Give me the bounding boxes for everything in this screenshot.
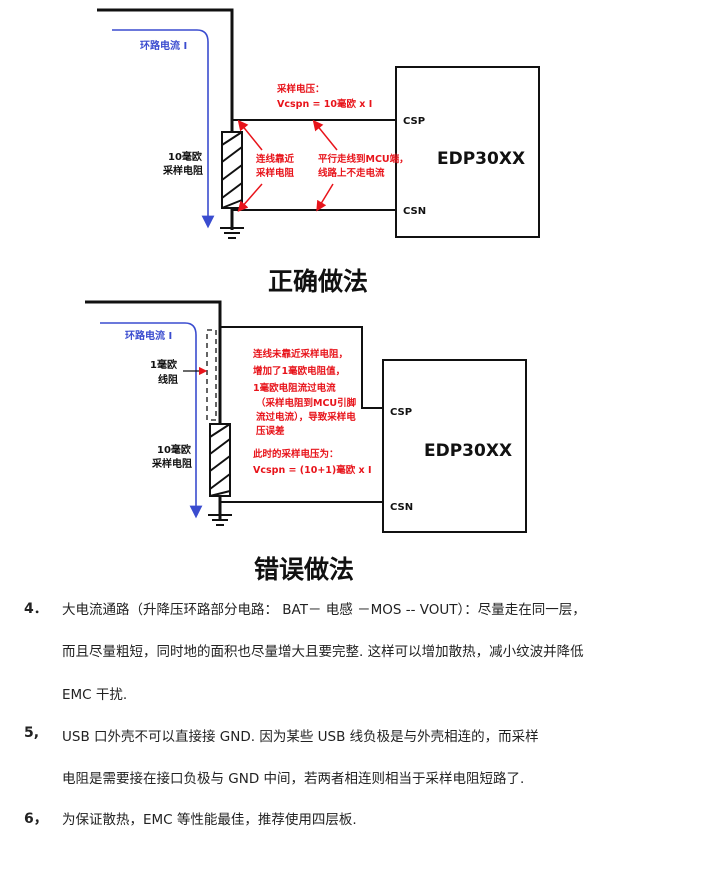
sample-voltage-label: 采样电压： [276,83,325,95]
loop-current-arrow [100,322,203,519]
resistor-label-2: 采样电阻 [151,457,192,470]
loop-current-label: 环路电流 I [140,39,187,52]
item-6: 6， 为保证散热，EMC 等性能最佳，推荐使用四层板. [24,808,704,838]
chip-name: EDP30XX [424,441,512,461]
note-parallel-2: 线路上不走电流 [318,167,385,179]
item-line: 为保证散热，EMC 等性能最佳，推荐使用四层板. [62,812,357,828]
sense-resistor [209,423,231,497]
note-near-1: 连线靠近 [256,153,295,165]
loop-current-arrow [112,29,215,229]
sample-voltage-formula: Vcspn = 10毫欧 x I [277,98,372,110]
wire-resistor-label-2: 线阻 [158,373,178,386]
chip-name: EDP30XX [437,149,525,169]
resistor-label-1: 10毫欧 [168,150,202,163]
note-line: （采样电阻到MCU引脚 [256,397,357,409]
schematic-diagrams: 环路电流 I 10毫欧 采样电阻 CSP CSN EDP30XX 采样电压： V… [85,8,540,584]
red-arrow [237,183,263,212]
item-line: 大电流通路（升降压环路部分电路： BAT－ 电感 －MOS -- VOUT）：尽… [62,602,586,618]
resistor-label-2: 采样电阻 [162,164,203,177]
pin-csp: CSP [390,407,412,418]
pin-csn: CSN [390,502,413,513]
red-arrow [316,183,334,212]
pin-csp: CSP [403,116,425,127]
sense-resistor [221,131,243,209]
caption-wrong: 错误做法 [254,555,354,584]
chip-box [382,359,527,533]
diagram-correct: 环路电流 I 10毫欧 采样电阻 CSP CSN EDP30XX 采样电压： V… [97,8,540,296]
item-5: 5, USB 口外壳不可以直接接 GND. 因为某些 USB 线负极是与外壳相连… [24,725,704,795]
note-line: 1毫欧电阻流过电流 [253,382,336,394]
item-number: 4． [24,601,48,617]
wire-resistor-label-1: 1毫欧 [150,358,177,371]
ground-symbol [220,208,244,239]
loop-current-label: 环路电流 I [125,329,172,342]
diagram-wrong: 环路电流 I 1毫欧 线阻 10毫欧 采样电阻 CSP CSN EDP30XX … [85,300,527,584]
voltage-label: 此时的采样电压为： [253,448,339,460]
caption-correct: 正确做法 [268,267,368,296]
item-line: EMC 干扰. [62,687,128,703]
ground-symbol [208,496,232,526]
chip-box [395,66,540,238]
item-line: USB 口外壳不可以直接接 GND. 因为某些 USB 线负极是与外壳相连的，而… [62,729,539,745]
voltage-formula: Vcspn = (10+1)毫欧 x I [253,464,372,476]
note-line: 流过电流），导致采样电 [256,411,356,423]
red-arrow [312,119,338,151]
csp-wire [220,326,383,409]
note-line: 连线未靠近采样电阻， [253,348,348,360]
note-parallel-1: 平行走线到MCU端， [318,153,409,165]
resistor-label-1: 10毫欧 [157,443,191,456]
note-line: 压误差 [256,425,285,437]
item-line: 电阻是需要接在接口负极与 GND 中间，若两者相连则相当于采样电阻短路了. [62,771,525,787]
red-arrow [237,119,263,151]
pin-csn: CSN [403,206,426,217]
item-line: 而且尽量粗短，同时地的面积也尽量增大且要完整. 这样可以增加散热，减小纹波并降低 [62,644,584,660]
item-number: 6， [24,811,48,827]
note-near-2: 采样电阻 [255,167,295,179]
wire-resistance [206,329,217,421]
note-line: 增加了1毫欧电阻值， [253,365,345,377]
item-4: 4． 大电流通路（升降压环路部分电路： BAT－ 电感 －MOS -- VOUT… [24,598,704,708]
item-number: 5, [24,725,40,741]
